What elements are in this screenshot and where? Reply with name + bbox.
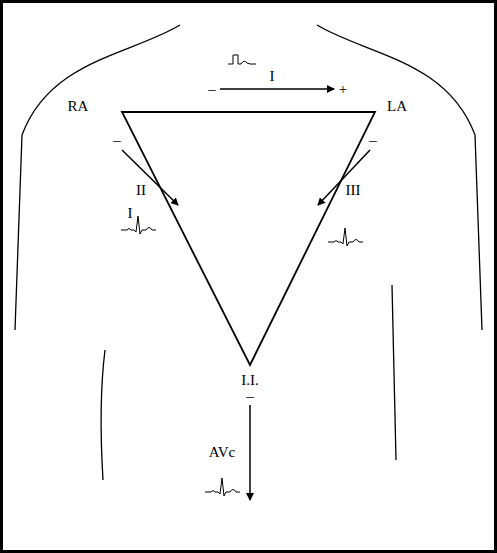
polarity-sign: – <box>245 388 255 404</box>
electrode-label: I.I. <box>240 372 260 388</box>
polarity-sign: – <box>112 132 122 148</box>
lead-name: II <box>135 182 147 198</box>
lead-arrows <box>122 89 370 500</box>
ecg-waveforms <box>121 55 363 496</box>
lead-name: AVc <box>208 444 236 460</box>
electrode-label: LA <box>386 98 408 114</box>
polarity-sign: – <box>207 81 217 97</box>
lead-name: I <box>269 68 276 84</box>
einthoven-triangle <box>122 112 375 365</box>
lead-name: III <box>345 182 362 198</box>
electrode-label: RA <box>67 98 90 114</box>
lead-name: I <box>127 205 134 221</box>
torso-outline <box>15 25 482 480</box>
polarity-sign: + <box>338 81 348 97</box>
polarity-sign: – <box>368 132 378 148</box>
